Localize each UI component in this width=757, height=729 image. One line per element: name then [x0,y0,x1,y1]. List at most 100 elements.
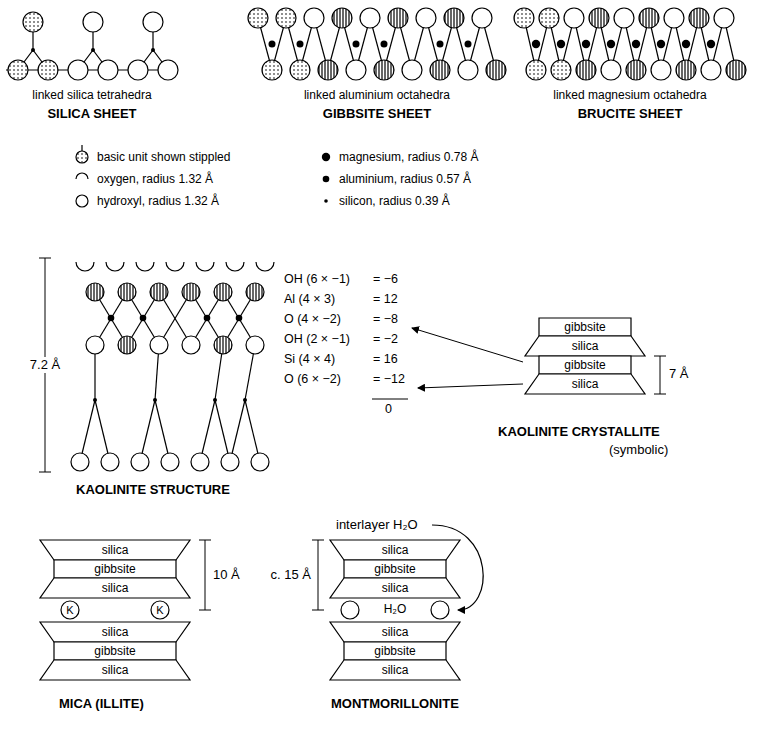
text-label: interlayer H₂O [335,517,419,533]
atom-circle [374,60,394,80]
atom-dot [465,41,472,48]
atom-circle [639,8,659,28]
atom-circle [388,8,408,28]
caption-label: SILICA SHEET [46,106,137,122]
atom-dot [213,398,217,402]
text-label: OH (2 × −1) [283,332,351,347]
layer-name: silica [40,660,190,680]
atom-circle [346,60,366,80]
text-label: 0 [384,402,393,417]
atom-dot [557,40,565,48]
atom-dot [108,315,115,322]
atom-circle [158,60,178,80]
atom-circle [614,8,634,28]
atom-arc [166,262,184,271]
atom-circle [191,453,209,471]
text-label: Si (4 × 4) [283,352,336,367]
silica-layer: silica [525,336,645,356]
atom-dot [269,41,276,48]
atom-circle [23,12,43,32]
atom-circle [360,8,380,28]
legend-text: basic unit shown stippled [96,150,231,164]
bond-line [199,540,211,541]
layer-name: silica [40,540,190,560]
text-label: = −2 [372,332,399,347]
atom-circle [38,60,58,80]
bond-line [199,610,211,611]
atom-dot [151,48,155,52]
atom-circle [430,60,450,80]
leader-arrow [412,328,523,362]
text-label: Al (4 × 3) [283,292,336,307]
atom-arc [76,262,94,271]
atom-circle [182,336,200,354]
atom-circle [626,60,646,80]
atom-circle [98,60,118,80]
atom-circle [416,8,436,28]
atom-circle [601,60,621,80]
layer-name: gibbsite [330,642,460,660]
text-label: linked magnesium octahedra [552,88,707,102]
caption-label: KAOLINITE STRUCTURE [75,482,231,498]
outline-shape [525,336,645,356]
silica-layer: silica [330,578,460,598]
caption-label: MONTMORILLONITE [330,696,460,712]
atom-circle [248,8,268,28]
atom-arc [226,262,244,271]
atom-dot [657,40,665,48]
atom-circle [76,195,88,207]
atom-circle [402,60,422,80]
bond-line [660,356,661,394]
outline-shape [40,622,190,642]
atom-dot [707,40,715,48]
atom-dot [140,315,147,322]
atom-dot [93,398,97,402]
layer-name: silica [330,622,460,642]
atom-dot [437,41,444,48]
bond-line [654,394,666,395]
atom-circle [221,453,239,471]
atom-circle [444,8,464,28]
gibbsite-layer: gibbsite [525,356,645,374]
atom-circle [214,336,232,354]
atom-circle [551,60,571,80]
layer-name: gibbsite [525,318,645,336]
text-label: H₂O [383,602,408,616]
layer-name: gibbsite [40,560,190,578]
outline-shape [330,540,460,560]
text-label: linked silica tetrahedra [31,88,152,102]
atom-circle [576,60,596,80]
atom-circle [526,60,546,80]
atom-circle [514,8,534,28]
silica-layer: silica [330,540,460,560]
atom-circle [118,336,136,354]
bond-line [654,356,666,357]
gibbsite-layer: gibbsite [40,642,190,660]
legend-text: silicon, radius 0.39 Å [338,194,451,208]
bond-line [81,145,82,151]
atom-circle [486,60,506,80]
bond-line [39,258,51,259]
bond-line [312,610,324,611]
layer-name: silica [525,374,645,394]
outline-shape [40,540,190,560]
atom-dot [682,40,690,48]
atom-circle [71,453,89,471]
atom-dot [353,41,360,48]
atom-dot [381,41,388,48]
caption-label: KAOLINITE CRYSTALLITE [497,424,661,440]
outline-shape [525,374,645,394]
atom-dot [632,40,640,48]
atom-circle [128,60,148,80]
atom-circle [564,8,584,28]
gibbsite-layer: gibbsite [330,560,460,578]
layer-name: silica [330,660,460,680]
atom-circle [76,151,88,163]
atom-circle [246,336,264,354]
gibbsite-layer: gibbsite [525,318,645,336]
atom-circle [101,453,119,471]
text-label: = 16 [372,352,399,367]
silica-layer: silica [40,578,190,598]
text-label: = 12 [372,292,399,307]
atom-circle [701,60,721,80]
